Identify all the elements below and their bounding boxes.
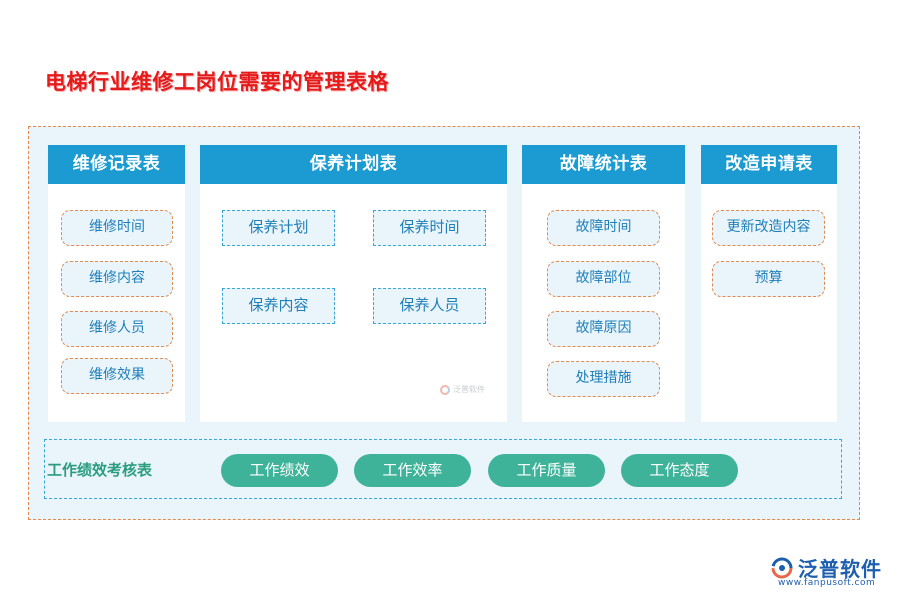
item-repair-content: 维修内容 — [61, 261, 173, 297]
performance-item-efficiency: 工作效率 — [354, 454, 471, 487]
brand-name: 泛普软件 — [798, 557, 882, 581]
brand: 泛普软件 — [770, 553, 882, 582]
item-fault-handling: 处理措施 — [547, 361, 660, 397]
item-repair-time: 维修时间 — [61, 210, 173, 246]
performance-item-attitude: 工作态度 — [621, 454, 738, 487]
item-fault-cause: 故障原因 — [547, 311, 660, 347]
item-maintenance-time: 保养时间 — [373, 210, 486, 246]
page-title: 电梯行业维修工岗位需要的管理表格 — [45, 70, 389, 94]
item-repair-effect: 维修效果 — [61, 358, 173, 394]
panel-header: 维修记录表 — [48, 145, 185, 184]
item-fault-time: 故障时间 — [547, 210, 660, 246]
item-maintenance-staff: 保养人员 — [373, 288, 486, 324]
performance-label: 工作绩效考核表 — [47, 461, 153, 479]
watermark-logo-icon — [440, 384, 450, 395]
performance-item-quality: 工作质量 — [488, 454, 605, 487]
panel-header: 故障统计表 — [522, 145, 685, 184]
watermark: 泛普软件 — [440, 384, 485, 395]
item-fault-location: 故障部位 — [547, 261, 660, 297]
panel-header: 保养计划表 — [200, 145, 507, 184]
panel-header: 改造申请表 — [701, 145, 837, 184]
panel-maintenance-plan: 保养计划表 — [200, 145, 507, 422]
brand-url: www.fanpusoft.com — [778, 578, 876, 588]
brand-logo-icon — [771, 557, 793, 578]
item-renovation-content: 更新改造内容 — [712, 210, 825, 246]
item-maintenance-plan: 保养计划 — [222, 210, 335, 246]
item-maintenance-content: 保养内容 — [222, 288, 335, 324]
item-repair-staff: 维修人员 — [61, 311, 173, 347]
item-budget: 预算 — [712, 261, 825, 297]
performance-item-performance: 工作绩效 — [221, 454, 338, 487]
watermark-text: 泛普软件 — [453, 385, 485, 394]
